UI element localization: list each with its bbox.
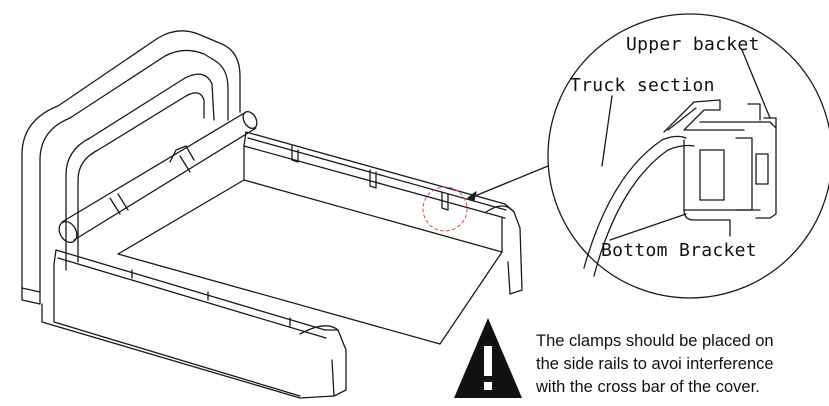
clamp-2 xyxy=(369,169,377,189)
zoom-leader-line xyxy=(469,165,549,199)
warning-line-3: with the cross bar of the cover. xyxy=(536,378,760,396)
zoom-detail xyxy=(547,13,829,299)
upper-bracket-part xyxy=(699,121,777,219)
right-tail-cap xyxy=(485,205,523,295)
front-bed-wall xyxy=(53,263,301,397)
upper-bracket-label: Upper backet xyxy=(626,34,760,55)
right-side-rail xyxy=(245,131,506,205)
rolled-cover-top xyxy=(61,111,247,223)
clamp-3 xyxy=(441,191,449,211)
roll-end-cap xyxy=(58,221,78,243)
left-tail-cap xyxy=(299,325,347,397)
zoom-circle xyxy=(547,13,829,299)
cover-rail-profile xyxy=(663,99,745,133)
bottom-bracket-part xyxy=(683,139,761,237)
headboard-inner-window xyxy=(65,73,215,271)
warning-line-2: the side rails to avoi interference xyxy=(536,355,774,373)
truck-section-label: Truck section xyxy=(570,75,715,96)
left-side-rail xyxy=(55,249,326,331)
warning-exclamation-icon xyxy=(454,318,522,398)
leader-upper-bracket xyxy=(741,49,771,119)
clamp-1 xyxy=(291,145,299,163)
headboard-outer xyxy=(21,30,241,289)
leader-bottom-bracket xyxy=(609,213,687,241)
headboard-front-face xyxy=(39,49,229,293)
bed-floor xyxy=(117,179,503,345)
truck-bed-drawing xyxy=(21,30,523,399)
highlight-circle xyxy=(422,186,468,232)
warning-message: The clamps should be placed on the side … xyxy=(536,330,826,399)
leader-truck-section xyxy=(601,95,613,167)
warning-line-1: The clamps should be placed on xyxy=(536,332,774,350)
bottom-bracket-label: Bottom Bracket xyxy=(601,240,757,261)
truck-section-profile xyxy=(583,135,687,269)
